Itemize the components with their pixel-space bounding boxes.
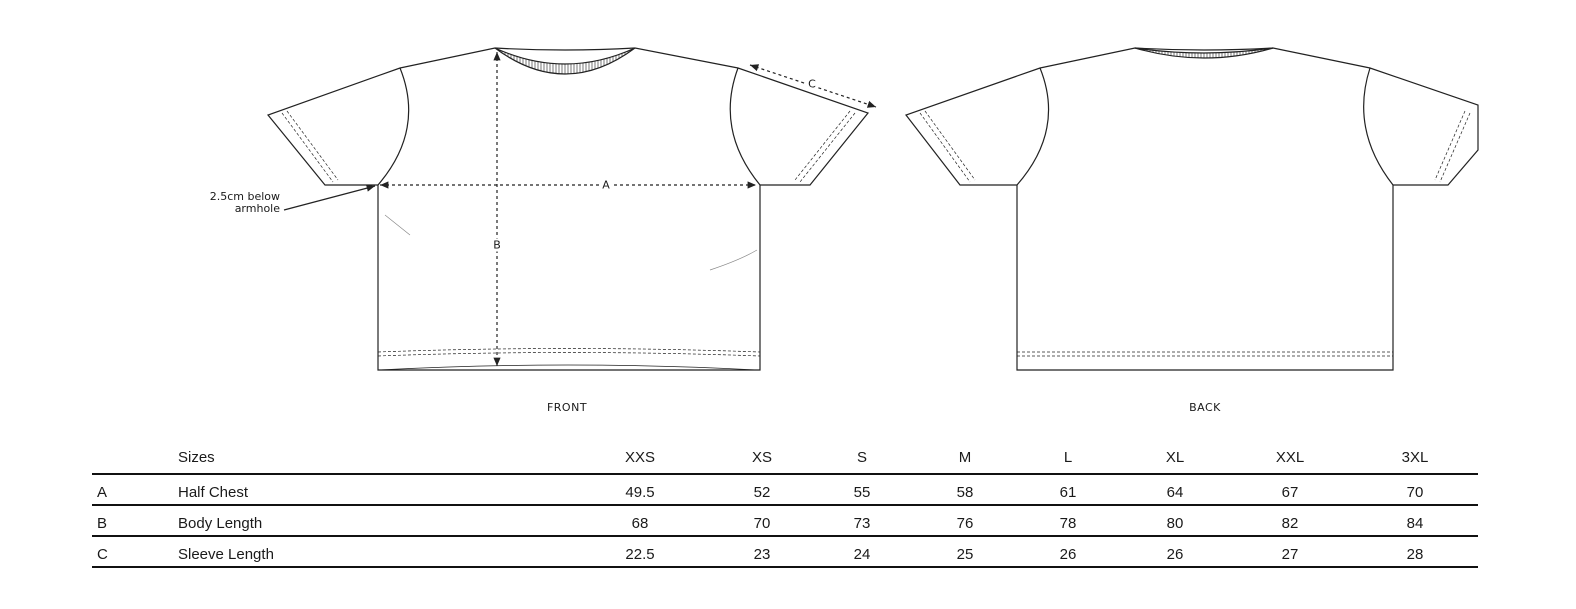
size-header-m: M: [958, 449, 972, 466]
table-cell: 84: [1406, 515, 1424, 532]
row-code: A: [97, 484, 108, 501]
back-tshirt-drawing: [905, 47, 1479, 371]
armhole-note-line1: 2.5cm below: [209, 190, 280, 203]
table-divider: [92, 504, 1478, 506]
table-cell: 23: [753, 546, 771, 563]
row-code: C: [97, 546, 108, 563]
table-cell: 25: [956, 546, 974, 563]
size-header-s: S: [856, 449, 868, 466]
row-measurement-name: Body Length: [178, 515, 263, 532]
table-cell: 64: [1166, 484, 1184, 501]
table-cell: 26: [1166, 546, 1184, 563]
size-header-xs: XS: [751, 449, 773, 466]
row-measurement-name: Half Chest: [178, 484, 249, 501]
table-divider: [92, 535, 1478, 537]
front-view-label: FRONT: [546, 401, 588, 414]
table-cell: 52: [753, 484, 771, 501]
table-cell: 49.5: [625, 484, 655, 501]
dimension-a-label: A: [600, 178, 612, 192]
size-header-xl: XL: [1165, 449, 1185, 466]
dimension-b-label: B: [491, 238, 503, 252]
garment-illustrations: [266, 47, 1479, 371]
sizes-header: Sizes: [178, 449, 215, 466]
table-cell: 68: [631, 515, 649, 532]
table-cell: 55: [853, 484, 871, 501]
size-header-l: L: [1063, 449, 1073, 466]
table-cell: 22.5: [625, 546, 655, 563]
table-cell: 70: [753, 515, 771, 532]
table-cell: 28: [1406, 546, 1424, 563]
size-header-3xl: 3XL: [1401, 449, 1429, 466]
table-cell: 76: [956, 515, 974, 532]
back-view-label: BACK: [1189, 401, 1221, 414]
table-divider: [92, 566, 1478, 568]
table-cell: 78: [1059, 515, 1077, 532]
table-cell: 58: [956, 484, 974, 501]
table-cell: 80: [1166, 515, 1184, 532]
armhole-note-line2: armhole: [234, 202, 280, 215]
table-cell: 24: [853, 546, 871, 563]
front-tshirt-drawing: [266, 47, 877, 371]
size-header-xxl: XXL: [1275, 449, 1305, 466]
table-cell: 27: [1281, 546, 1299, 563]
armhole-note: 2.5cm below armhole: [170, 191, 280, 215]
table-cell: 67: [1281, 484, 1299, 501]
size-header-xxs: XXS: [624, 449, 656, 466]
table-divider: [92, 473, 1478, 475]
table-cell: 61: [1059, 484, 1077, 501]
table-cell: 26: [1059, 546, 1077, 563]
table-cell: 70: [1406, 484, 1424, 501]
row-code: B: [97, 515, 108, 532]
row-measurement-name: Sleeve Length: [178, 546, 274, 563]
dimension-c-label: C: [806, 77, 818, 91]
table-cell: 82: [1281, 515, 1299, 532]
table-cell: 73: [853, 515, 871, 532]
